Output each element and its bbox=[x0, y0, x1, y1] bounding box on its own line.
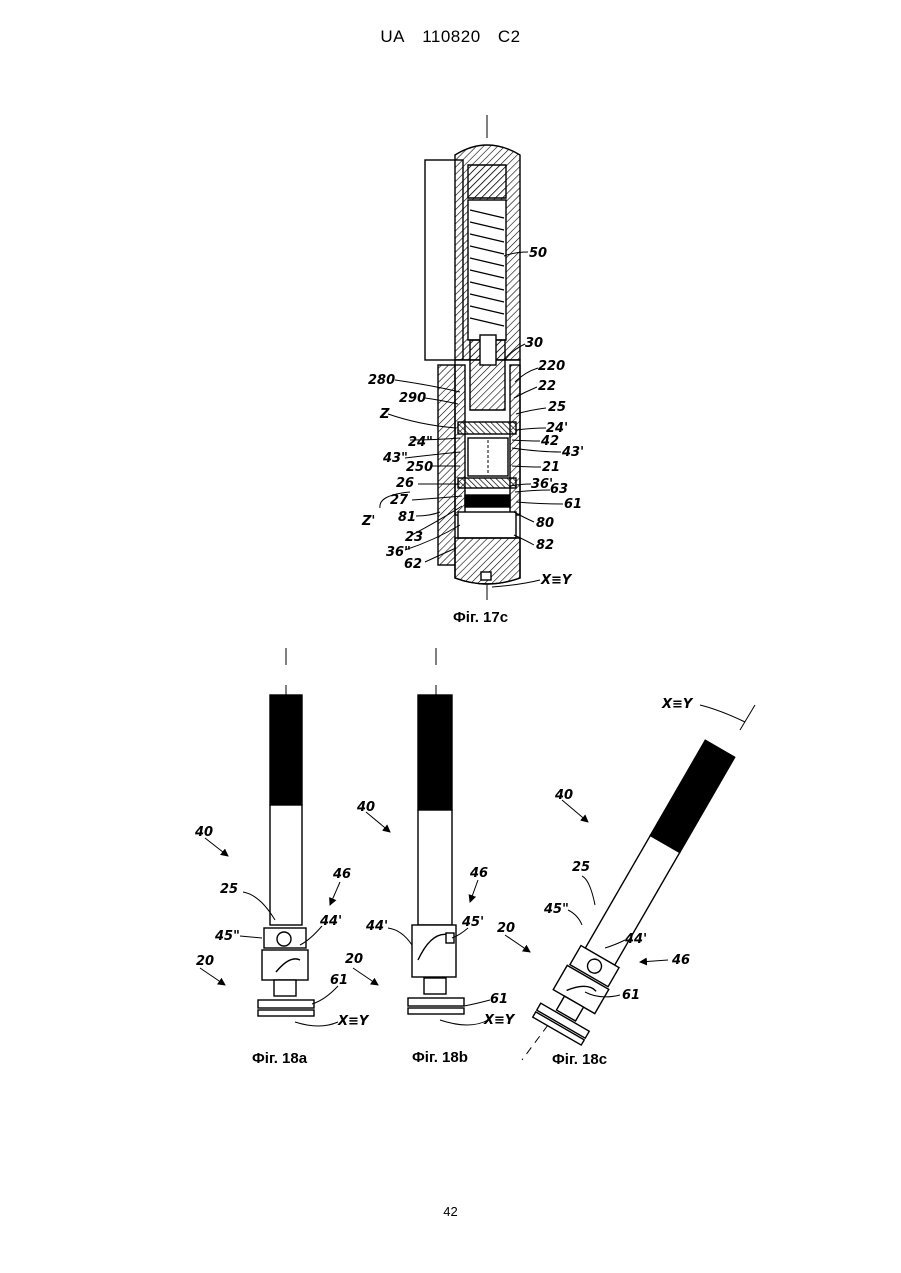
label-18c-20: 20 bbox=[497, 921, 515, 936]
label-25: 25 bbox=[548, 400, 566, 415]
label-z: Z bbox=[379, 407, 390, 422]
label-81: 81 bbox=[398, 510, 416, 525]
label-18a-40: 40 bbox=[194, 825, 213, 840]
label-18b-46: 46 bbox=[469, 866, 488, 881]
label-18a-46: 46 bbox=[332, 867, 351, 882]
label-42: 42 bbox=[540, 434, 559, 449]
label-18c-25: 25 bbox=[572, 860, 590, 875]
label-27: 27 bbox=[390, 493, 409, 508]
label-18a-20: 20 bbox=[196, 954, 214, 969]
label-18b-45-prime: 45' bbox=[461, 915, 484, 930]
page-number: 42 bbox=[0, 1204, 901, 1219]
figure-18b bbox=[408, 648, 464, 1014]
label-82: 82 bbox=[536, 538, 554, 553]
label-43-double-prime: 43" bbox=[382, 451, 408, 466]
label-26: 26 bbox=[396, 476, 414, 491]
label-30: 30 bbox=[525, 336, 543, 351]
label-24-double-prime: 24" bbox=[408, 435, 433, 450]
label-63: 63 bbox=[550, 482, 568, 497]
label-280: 280 bbox=[368, 373, 395, 388]
label-18c-44-prime: 44' bbox=[624, 932, 647, 947]
label-62: 62 bbox=[404, 557, 422, 572]
label-61: 61 bbox=[564, 497, 582, 512]
label-18c-46: 46 bbox=[671, 953, 690, 968]
label-18a-44-prime: 44' bbox=[319, 914, 342, 929]
label-250: 250 bbox=[406, 460, 433, 475]
label-18b-xy: X≡Y bbox=[483, 1013, 516, 1028]
label-18c-xy: X≡Y bbox=[661, 697, 694, 712]
label-290: 290 bbox=[399, 391, 426, 406]
label-23: 23 bbox=[405, 530, 423, 545]
label-18a-45-double-prime: 45" bbox=[214, 929, 240, 944]
label-43-prime: 43' bbox=[561, 445, 584, 460]
label-21: 21 bbox=[542, 460, 560, 475]
label-18a-61: 61 bbox=[330, 973, 348, 988]
figure-18a bbox=[258, 648, 314, 1016]
label-18b-61: 61 bbox=[490, 992, 508, 1007]
label-z-prime: Z' bbox=[361, 514, 375, 529]
label-18b-44-prime: 44' bbox=[365, 919, 388, 934]
label-80: 80 bbox=[536, 516, 554, 531]
label-18c-45-double-prime: 45" bbox=[543, 902, 569, 917]
label-18b-40: 40 bbox=[356, 800, 375, 815]
label-xy: X≡Y bbox=[540, 573, 573, 588]
label-220: 220 bbox=[538, 359, 565, 374]
figure-18c bbox=[522, 705, 755, 1060]
label-50: 50 bbox=[529, 246, 547, 261]
caption-fig-17c: Фіг. 17с bbox=[453, 609, 508, 626]
label-18c-40: 40 bbox=[554, 788, 573, 803]
label-18a-xy: X≡Y bbox=[337, 1014, 370, 1029]
label-22: 22 bbox=[538, 379, 556, 394]
figure-17c bbox=[425, 115, 520, 600]
label-18c-61: 61 bbox=[622, 988, 640, 1003]
label-18b-20: 20 bbox=[345, 952, 363, 967]
label-18a-25: 25 bbox=[220, 882, 238, 897]
caption-fig-18b: Фіг. 18b bbox=[412, 1049, 468, 1066]
caption-fig-18c: Фіг. 18с bbox=[552, 1051, 607, 1068]
caption-fig-18a: Фіг. 18а bbox=[252, 1050, 308, 1067]
